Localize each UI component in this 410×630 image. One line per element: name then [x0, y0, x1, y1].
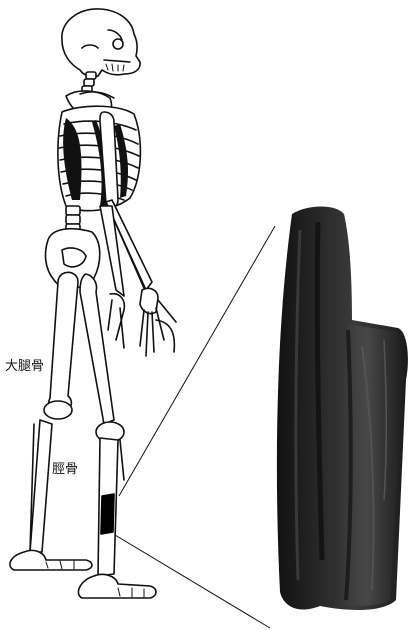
- neck-vertebrae: [82, 72, 96, 93]
- hominid-skeleton: [10, 9, 176, 598]
- back-foot: [78, 574, 156, 598]
- tibia-fossil-highlight: [101, 494, 114, 534]
- skull: [62, 9, 140, 77]
- tibia-label: 脛骨: [51, 462, 79, 478]
- femur-label: 大腿骨: [4, 359, 45, 375]
- front-foot: [10, 550, 92, 570]
- tibia-fossil-photo: [277, 207, 408, 610]
- zoom-line-bottom: [115, 535, 270, 628]
- far-femur-bone: [80, 274, 114, 424]
- rib-cage: [58, 106, 140, 210]
- femur-bone: [49, 272, 78, 414]
- hand: [140, 288, 176, 356]
